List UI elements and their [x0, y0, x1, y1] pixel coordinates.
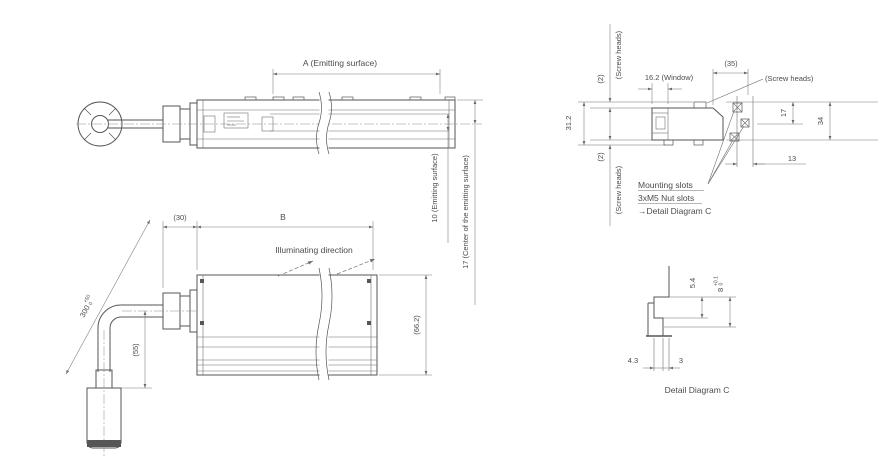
cable-plan — [97, 304, 196, 458]
screw-heads-top-label: (Screw heads) — [614, 30, 623, 79]
screw-mark — [200, 321, 204, 325]
dim-35: (35) — [712, 59, 749, 105]
screw-head-bottom — [663, 139, 674, 146]
mounting-slots-note-line-1: Mounting slots — [638, 180, 693, 190]
dim-13-label: 13 — [788, 154, 796, 163]
break-lines-plan — [315, 267, 333, 381]
screw-mark — [367, 279, 371, 283]
cable-length-value: 300 — [78, 304, 92, 319]
dim-30-label: (30) — [173, 213, 187, 222]
window-recess — [655, 116, 666, 130]
dim-13: 13 — [725, 154, 806, 166]
body-section — [651, 101, 724, 146]
dim-17-center-label: 17 (Center of the emitting surface) — [461, 155, 470, 269]
dim-2-bottom-label: (2) — [596, 152, 605, 162]
dim-2-bottom: (2) (Screw heads) — [596, 145, 623, 226]
dim-17-right: 17 — [779, 102, 795, 124]
dim-16-2-window: 16.2 (Window) — [638, 73, 694, 104]
mounting-slots-note: Mounting slots 3xM5 Nut slots →Detail Di… — [638, 180, 711, 216]
cable-length-tolerance-upper: +50 — [83, 294, 92, 305]
nut-slot-plane — [707, 96, 754, 185]
dim-34-label: 34 — [816, 117, 825, 125]
screw-head-bottom — [693, 139, 704, 146]
dim-34: 34 — [816, 102, 832, 140]
dim-8-tolerance-lower: 0 — [719, 283, 725, 286]
dim-b-label: B — [280, 212, 286, 222]
nut-slot-symbol — [732, 102, 743, 113]
cable-length-tolerance-lower: 0 — [88, 301, 95, 306]
screw-mark — [367, 321, 371, 325]
mounting-slots-note-line-2: 3xM5 Nut slots — [638, 193, 694, 203]
dim-a: A (Emitting surface) — [272, 58, 441, 94]
dim-2-top-label: (2) — [596, 74, 605, 84]
screw-head-top — [693, 101, 707, 109]
dim-8-value: 8 — [716, 288, 725, 292]
leader-line — [707, 125, 745, 185]
nut-slot-symbol — [740, 118, 750, 128]
screw-heads-bottom-label: (Screw heads) — [614, 165, 623, 214]
screw-mark — [200, 279, 204, 283]
leader-line — [707, 110, 735, 185]
dim-17-label: 17 — [779, 109, 788, 117]
dim-3-label: 3 — [679, 356, 683, 365]
cable-side — [108, 119, 163, 129]
screw-heads-right-callout: (Screw heads) — [706, 74, 814, 104]
dim-55: (55) — [118, 311, 152, 389]
detail-c-caption: Detail Diagram C — [665, 385, 730, 395]
nut-slot-profile — [646, 266, 672, 337]
illuminating-direction: Illuminating direction — [275, 245, 376, 277]
dim-4-3-label: 4.3 — [628, 356, 638, 365]
light-body-plan — [196, 274, 378, 376]
dim-5-4-label: 5.4 — [688, 278, 697, 288]
dim-31-2-label: 31.2 — [564, 116, 573, 131]
detail-diagram-c: 5.4 8 +0.1 0 4.3 3 Detail Diagram C — [628, 266, 736, 395]
screw-heads-right-label: (Screw heads) — [765, 74, 814, 83]
dim-4-3-and-3: 4.3 3 — [628, 338, 683, 371]
dim-10-label: 10 (Emitting surface) — [430, 153, 439, 223]
leader-line — [706, 78, 764, 104]
dim-66-2: (66.2) — [379, 274, 432, 376]
dim-16-2-window-label: 16.2 (Window) — [645, 73, 694, 82]
dim-5-4: 5.4 — [688, 278, 704, 318]
dim-31-2: 31.2 — [564, 102, 586, 145]
side-view: A (Emitting surface) 10 (Emitting surfac… — [76, 58, 483, 305]
dim-55-label: (55) — [131, 343, 140, 357]
break-lines-side — [316, 91, 332, 155]
section-view: (2) (Screw heads) (2) (Screw heads) 31.2… — [564, 24, 878, 226]
dim-17-center: 17 (Center of the emitting surface) — [461, 100, 477, 305]
dim-8-tolerance-upper: +0.1 — [714, 276, 720, 286]
dim-35-label: (35) — [724, 59, 738, 68]
dim-10-emitting: 10 (Emitting surface) — [430, 99, 483, 243]
mounting-slots-note-line-3: →Detail Diagram C — [638, 206, 711, 216]
dim-a-label: A (Emitting surface) — [303, 58, 377, 68]
dim-30: (30) — [162, 213, 198, 288]
plan-view: Illuminating direction (30) B (66.2) (55… — [65, 212, 432, 458]
dim-b: B — [197, 212, 374, 270]
dim-2-top: (2) (Screw heads) — [596, 24, 623, 140]
illuminating-direction-label: Illuminating direction — [275, 245, 353, 255]
dim-66-2-label: (66.2) — [412, 315, 421, 335]
leader-line — [707, 139, 734, 185]
dim-8: 8 +0.1 0 — [714, 276, 732, 327]
